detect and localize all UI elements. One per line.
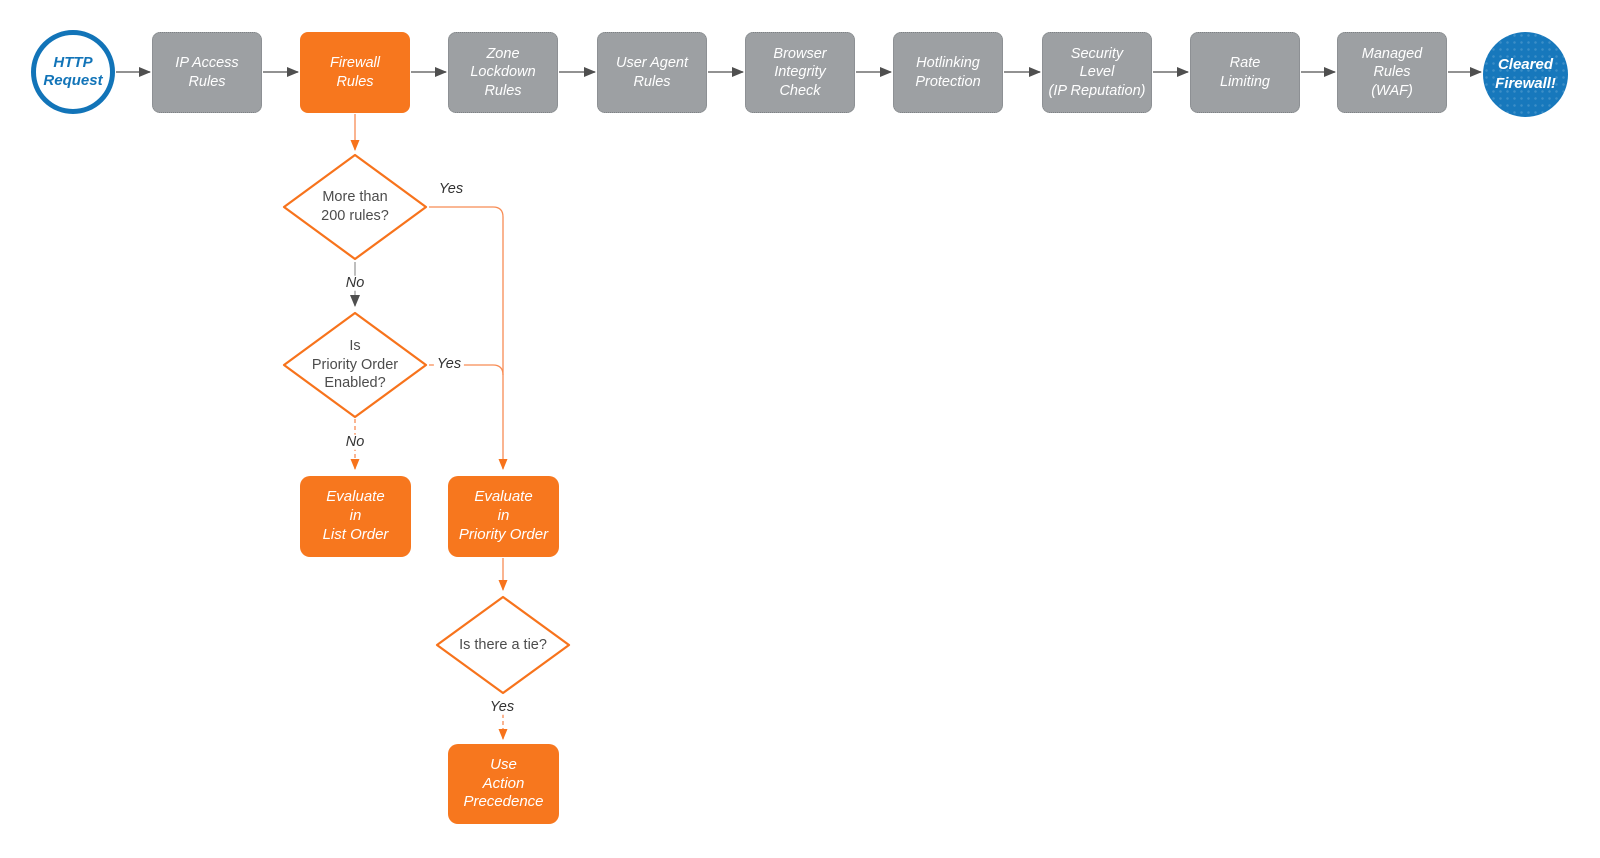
pipeline-step-hotlinking-protection: Hotlinking Protection <box>893 32 1003 113</box>
pipeline-step-firewall-rules: Firewall Rules <box>300 32 410 113</box>
action-evaluate-in-list-order: Evaluate in List Order <box>300 476 411 557</box>
diamond-shape <box>282 153 428 261</box>
pipeline-step-managed-rules-waf: Managed Rules (WAF) <box>1337 32 1447 113</box>
end-node-cleared-firewall: Cleared Firewall! <box>1483 32 1568 117</box>
pipeline-step-browser-integrity-check: Browser Integrity Check <box>745 32 855 113</box>
decision-priority-order-enabled: Is Priority Order Enabled? <box>282 311 428 419</box>
start-node-http-request: HTTP Request <box>31 30 115 114</box>
edge-label-yes-1: Yes <box>438 180 464 197</box>
diamond-shape <box>282 311 428 419</box>
edge-label-yes-3: Yes <box>486 700 518 715</box>
decision-label: Is there a tie? <box>459 636 547 653</box>
decision-more-than-200-rules: More than 200 rules? <box>282 153 428 261</box>
pipeline-step-zone-lockdown-rules: Zone Lockdown Rules <box>448 32 558 113</box>
decision-label: More than 200 rules? <box>321 189 389 224</box>
decision-is-there-a-tie: Is there a tie? <box>435 595 571 695</box>
edge-label-no-2: No <box>342 435 368 450</box>
action-evaluate-in-priority-order: Evaluate in Priority Order <box>448 476 559 557</box>
action-use-action-precedence: Use Action Precedence <box>448 744 559 824</box>
diamond-shape <box>435 595 571 695</box>
pipeline-step-ip-access-rules: IP Access Rules <box>152 32 262 113</box>
decision-label: Is Priority Order Enabled? <box>311 337 399 392</box>
pipeline-step-security-level: Security Level (IP Reputation) <box>1042 32 1152 113</box>
edge-label-yes-2: Yes <box>433 357 465 372</box>
pipeline-step-user-agent-rules: User Agent Rules <box>597 32 707 113</box>
pipeline-step-rate-limiting: Rate Limiting <box>1190 32 1300 113</box>
edge-label-no-1: No <box>342 276 368 291</box>
connector-decision1-yes-to-priority-order <box>429 206 508 470</box>
